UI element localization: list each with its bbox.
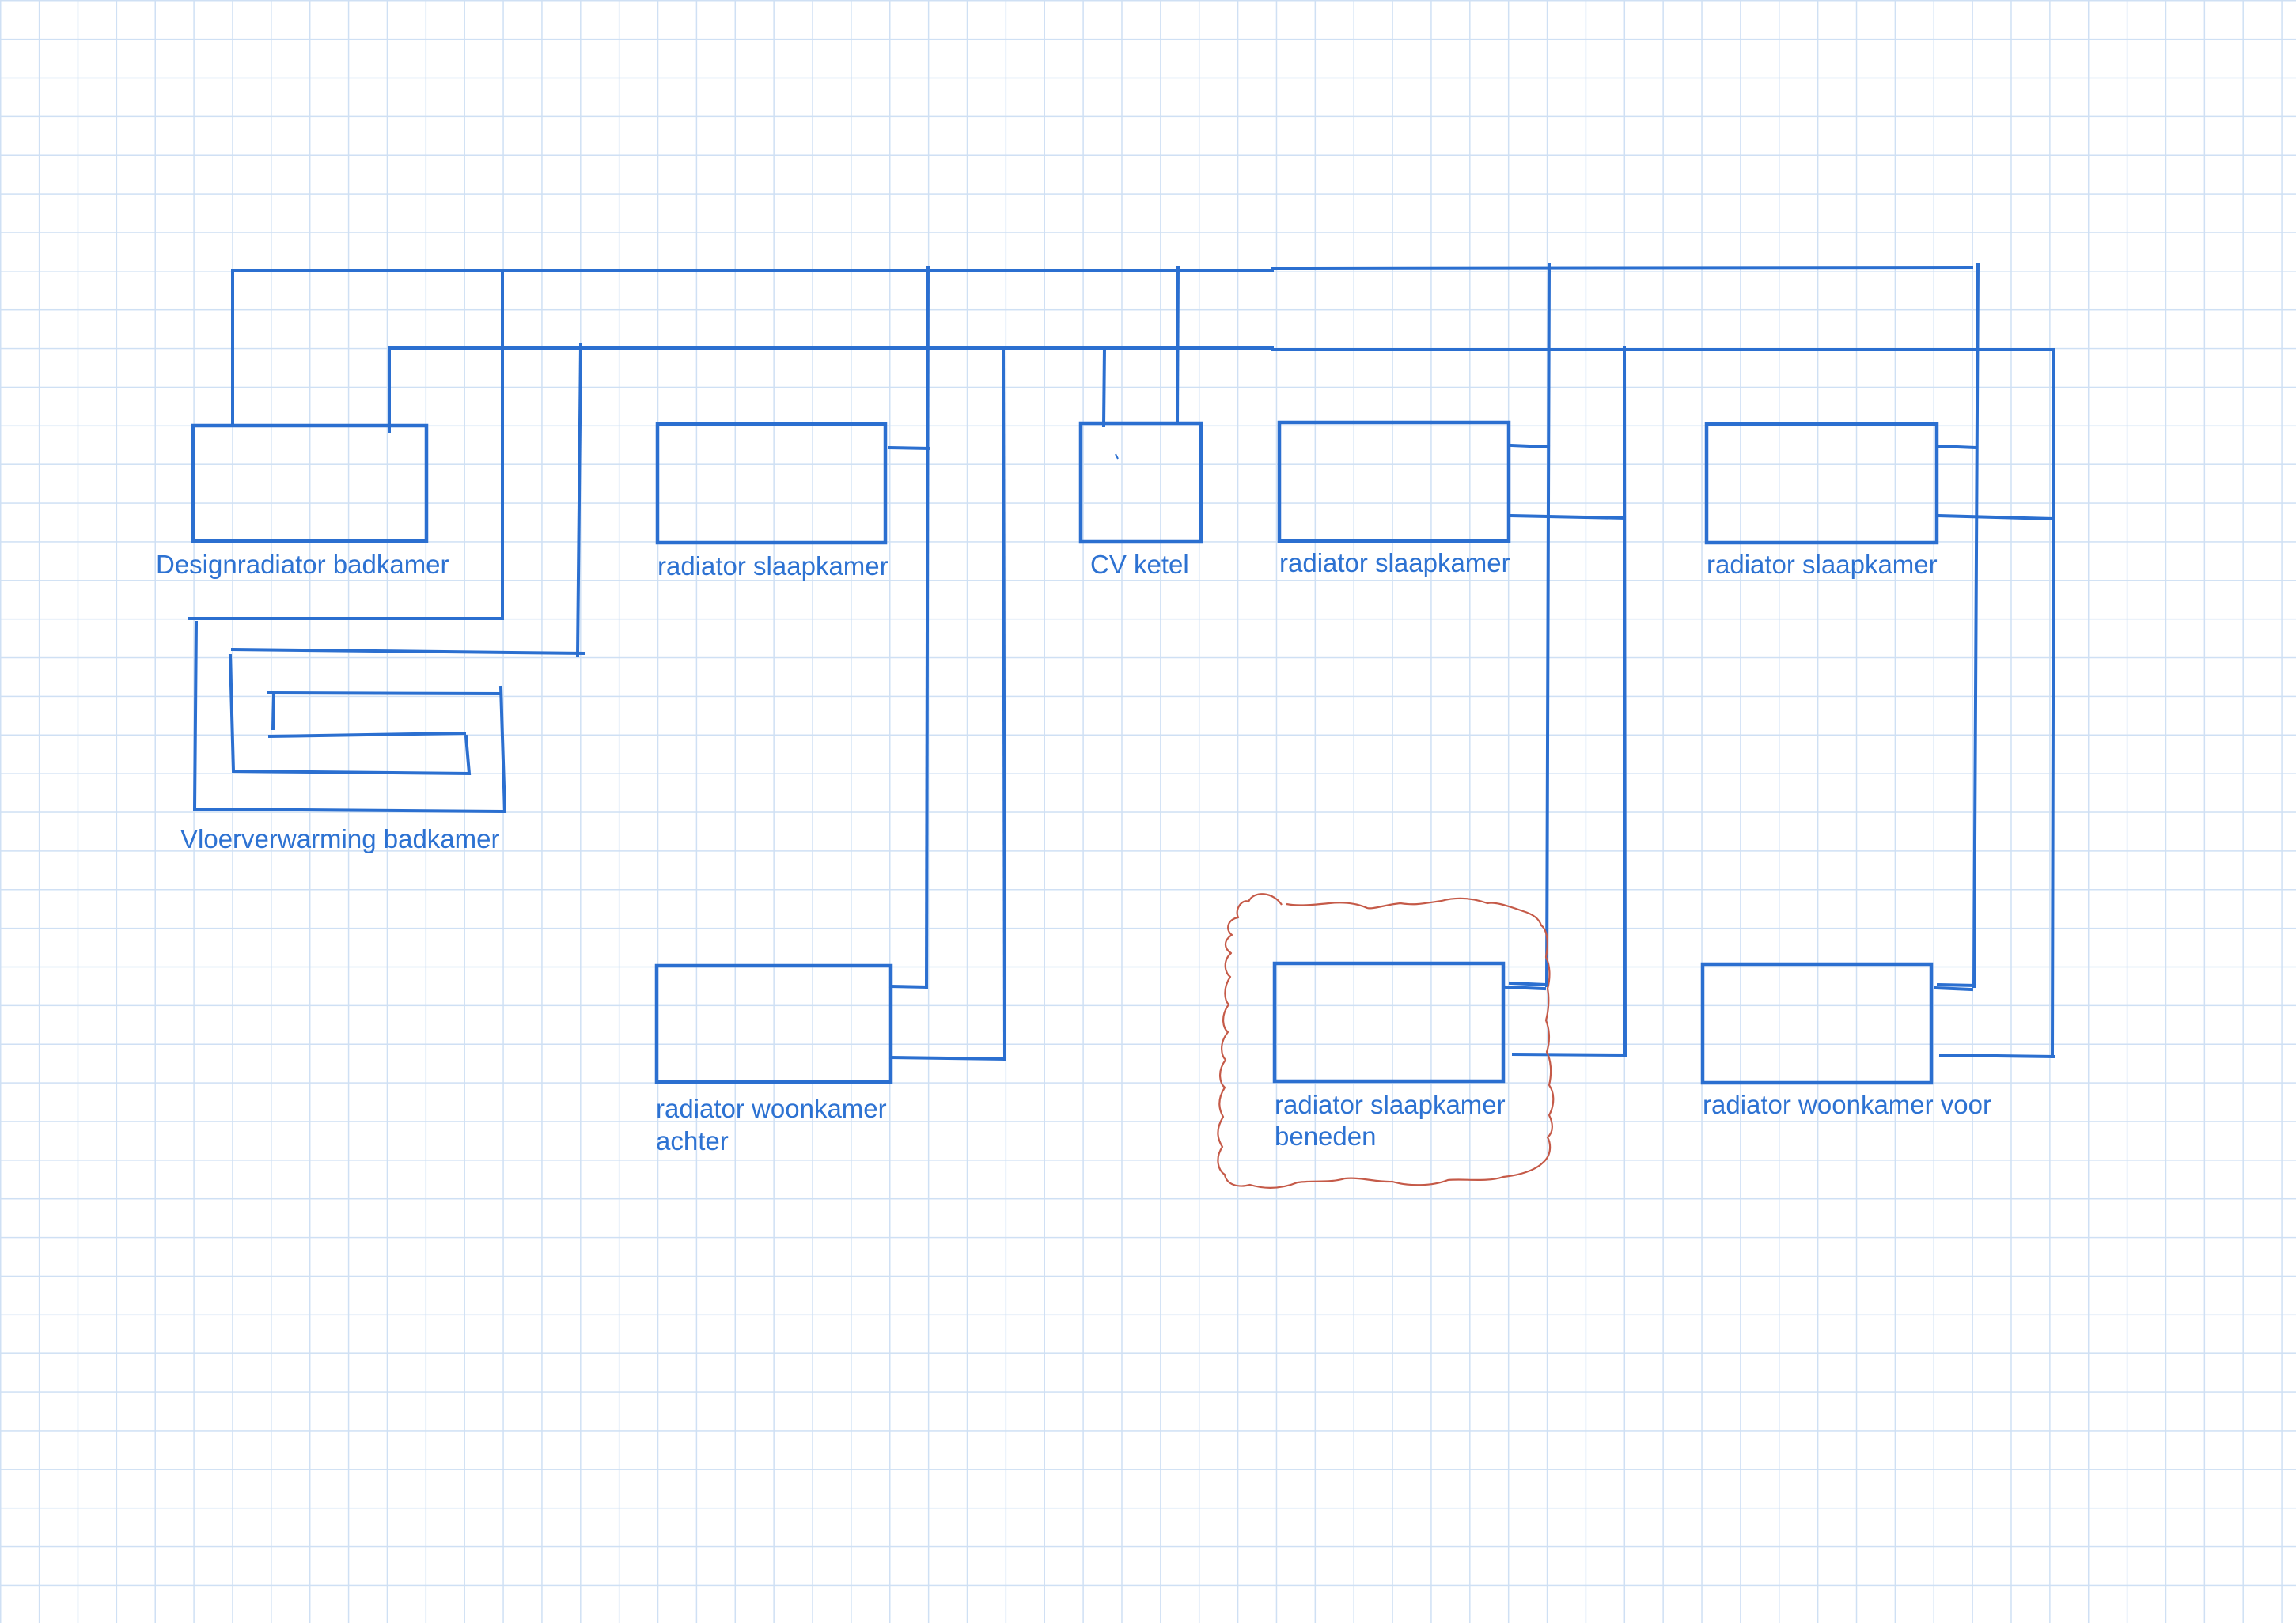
- unit-radiator-woonkamer-voor[interactable]: [1700, 962, 1934, 1085]
- unit-radiator-slaapkamer-1[interactable]: [655, 422, 888, 545]
- cv-ketel-mark: [1115, 453, 1119, 460]
- unit-cv-ketel[interactable]: [1078, 421, 1203, 544]
- label-radiator-slaapkamer-beneden-line1: radiator slaapkamer: [1275, 1090, 1506, 1119]
- label-radiator-woonkamer-achter-line1: radiator woonkamer: [656, 1094, 887, 1123]
- supply-main-pipe: [231, 263, 1980, 989]
- label-designradiator-badkamer: Designradiator badkamer: [156, 550, 449, 579]
- label-vloerverwarming-badkamer: Vloerverwarming badkamer: [180, 824, 500, 853]
- unit-radiator-woonkamer-achter[interactable]: [654, 963, 893, 1084]
- unit-radiator-slaapkamer-2[interactable]: [1277, 420, 1511, 543]
- label-radiator-slaapkamer-2: radiator slaapkamer: [1279, 548, 1510, 577]
- radiator-connections: [887, 443, 2055, 1061]
- highlight-cloud: [1217, 893, 1555, 1189]
- return-main-pipe: [388, 342, 2056, 1061]
- label-cv-ketel: CV ketel: [1090, 550, 1189, 579]
- floor-heating-loop: [188, 617, 586, 814]
- label-radiator-slaapkamer-beneden-line2: beneden: [1275, 1122, 1376, 1151]
- label-radiator-slaapkamer-3: radiator slaapkamer: [1707, 550, 1938, 579]
- label-radiator-woonkamer-voor: radiator woonkamer voor: [1703, 1090, 1991, 1119]
- unit-radiator-slaapkamer-beneden[interactable]: [1272, 961, 1506, 1084]
- label-radiator-woonkamer-achter-line2: achter: [656, 1126, 729, 1156]
- label-radiator-slaapkamer-1: radiator slaapkamer: [657, 551, 888, 581]
- unit-radiator-slaapkamer-3[interactable]: [1704, 422, 1939, 545]
- unit-designradiator-badkamer[interactable]: [191, 423, 429, 543]
